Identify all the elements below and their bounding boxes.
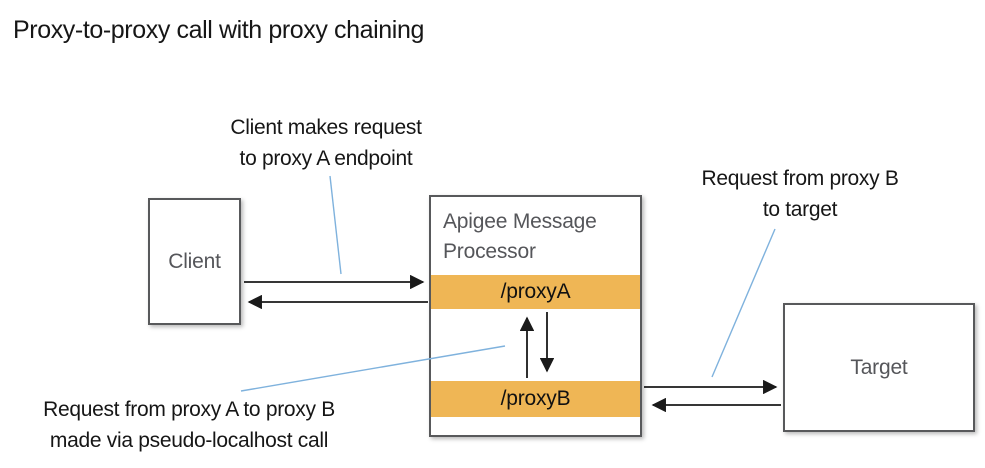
- diagram-title: Proxy-to-proxy call with proxy chaining: [13, 16, 424, 44]
- target-box: Target: [783, 303, 975, 432]
- message-processor-box: Apigee Message Processor /proxyA /proxyB: [429, 195, 642, 437]
- callout-line-target-request: [711, 228, 776, 378]
- client-label: Client: [168, 249, 221, 273]
- target-label: Target: [850, 355, 908, 379]
- annotation-chain-request: Request from proxy A to proxy B made via…: [22, 394, 356, 456]
- client-box: Client: [148, 198, 241, 325]
- annotation-target-request: Request from proxy B to target: [670, 163, 930, 225]
- message-processor-label-line1: Apigee Message: [443, 210, 597, 233]
- annotation-line: Request from proxy B: [701, 167, 899, 190]
- message-processor-label: Apigee Message Processor: [443, 207, 623, 267]
- proxy-b-band: /proxyB: [431, 381, 640, 417]
- proxy-a-band: /proxyA: [431, 275, 640, 309]
- annotation-client-request: Client makes request to proxy A endpoint: [196, 112, 456, 174]
- annotation-line: to proxy A endpoint: [239, 147, 413, 170]
- annotation-line: to target: [762, 198, 838, 221]
- annotation-line: Request from proxy A to proxy B: [43, 398, 335, 421]
- proxy-a-label: /proxyA: [500, 280, 571, 303]
- message-processor-label-line2: Processor: [443, 240, 536, 263]
- proxy-b-label: /proxyB: [500, 387, 571, 410]
- annotation-line: made via pseudo-localhost call: [49, 429, 329, 452]
- annotation-line: Client makes request: [230, 116, 422, 139]
- callout-line-client-request: [329, 175, 342, 275]
